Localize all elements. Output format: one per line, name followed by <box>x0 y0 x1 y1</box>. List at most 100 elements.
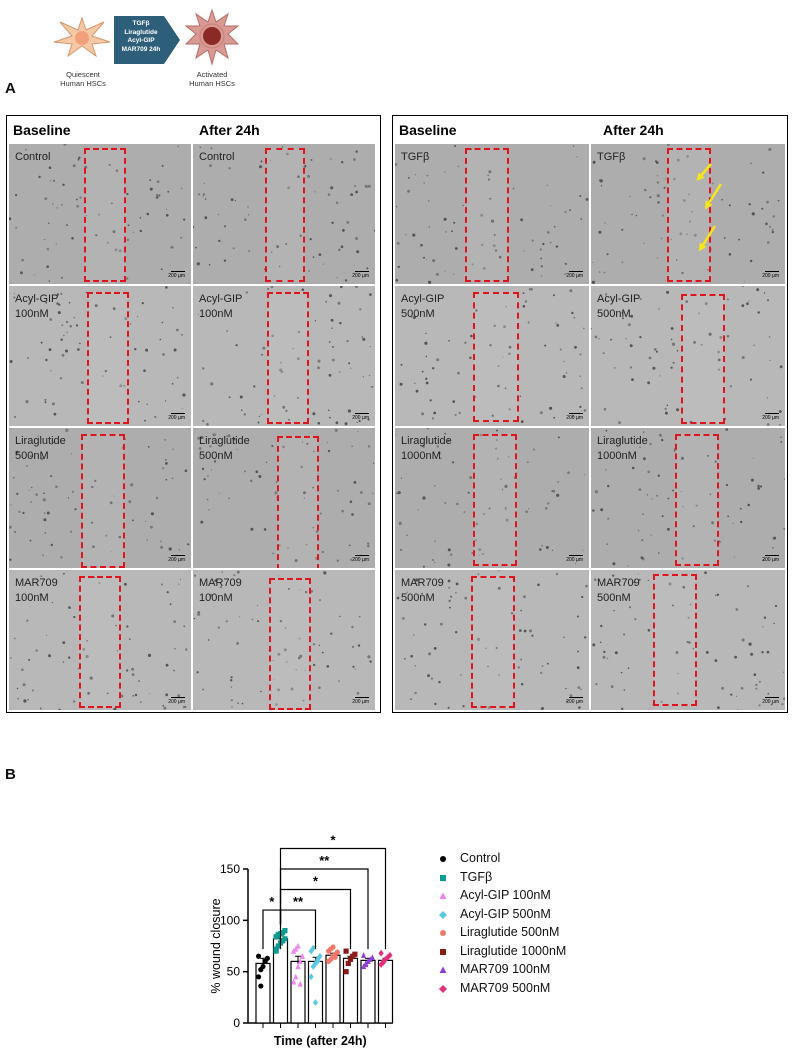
cell-dot <box>523 250 525 252</box>
cell-dot <box>350 367 352 369</box>
cell-dot <box>488 170 492 174</box>
cell-dot <box>226 435 229 438</box>
cell-dot <box>434 484 436 487</box>
cell-dot <box>297 656 301 660</box>
cell-dot <box>582 549 584 551</box>
cell-dot <box>82 648 86 651</box>
condition-label: Control <box>15 151 51 163</box>
cell-dot <box>475 522 479 526</box>
cell-dot <box>294 559 298 563</box>
cell-dot <box>180 187 183 190</box>
cell-dot <box>603 407 607 411</box>
cell-dot <box>67 497 70 499</box>
cell-dot <box>50 370 52 372</box>
cell-dot <box>569 289 573 293</box>
data-point <box>256 953 262 959</box>
cell-dot <box>299 234 302 237</box>
cell-dot <box>77 668 80 670</box>
cell-dot <box>600 185 603 187</box>
cell-dot <box>579 375 581 377</box>
cell-dot <box>742 286 744 288</box>
cell-dot <box>340 245 344 248</box>
cell-dot <box>109 336 112 339</box>
data-point <box>363 961 369 968</box>
cell-dot <box>622 317 624 320</box>
cell-dot <box>656 494 659 497</box>
cell-dot <box>748 203 751 206</box>
cell-dot <box>355 286 358 288</box>
cell-dot <box>639 298 642 301</box>
cell-dot <box>149 187 153 191</box>
cell-dot <box>28 658 31 661</box>
cell-dot <box>487 665 489 668</box>
cell-dot <box>547 502 550 505</box>
cell-dot <box>56 207 58 209</box>
cell-dot <box>182 705 186 709</box>
cell-dot <box>421 370 424 373</box>
cell-dot <box>9 217 12 221</box>
cell-dot <box>676 349 679 352</box>
data-point <box>334 949 340 955</box>
cell-dot <box>128 500 132 504</box>
cell-dot <box>26 619 29 622</box>
cell-dot <box>71 237 74 240</box>
cell-dot <box>66 331 68 333</box>
cell-dot <box>606 657 609 660</box>
cell-dot <box>277 652 281 656</box>
cell-dot <box>280 361 282 364</box>
cell-dot <box>623 633 625 636</box>
cell-dot <box>673 177 676 181</box>
cell-dot <box>545 546 549 549</box>
cell-dot <box>228 497 230 500</box>
cell-dot <box>369 660 372 663</box>
cell-dot <box>79 342 81 345</box>
cell-dot <box>573 316 576 319</box>
cell-dot <box>529 629 532 633</box>
cell-dot <box>162 704 165 707</box>
cell-dot <box>555 245 559 248</box>
cell-dot <box>22 511 25 515</box>
cell-dot <box>591 327 593 330</box>
cell-dot <box>65 349 68 353</box>
cell-dot <box>73 316 75 319</box>
arrow-head <box>704 200 713 210</box>
cell-dot <box>338 248 341 252</box>
cell-dot <box>266 461 268 463</box>
cell-dot <box>208 509 210 511</box>
arrow-shaft <box>705 183 723 207</box>
cell-dot <box>231 706 233 708</box>
cell-dot <box>305 543 308 546</box>
cell-dot <box>580 218 583 220</box>
cell-dot <box>199 455 201 457</box>
condition-label: Acyl-GIP 500nM <box>401 293 445 320</box>
cell-dot <box>740 520 743 524</box>
cell-dot <box>341 161 344 164</box>
cell-dot <box>367 655 371 659</box>
cell-dot <box>411 316 413 318</box>
cell-dot <box>236 642 239 645</box>
cell-dot <box>362 337 366 341</box>
cell-dot <box>111 614 115 618</box>
data-point <box>345 960 351 967</box>
cell-dot <box>748 300 750 302</box>
wound-region-box <box>87 292 129 424</box>
cell-dot <box>677 672 679 675</box>
cell-dot <box>670 366 673 369</box>
data-point <box>297 958 303 964</box>
cell-dot <box>49 318 53 321</box>
cell-dot <box>707 269 709 271</box>
cell-dot <box>733 556 735 558</box>
data-point <box>273 946 279 952</box>
cell-dot <box>169 603 172 606</box>
cell-dot <box>61 203 63 206</box>
cell-dot <box>87 691 90 695</box>
scale-bar-line <box>171 697 185 698</box>
cell-dot <box>253 385 256 388</box>
cell-dot <box>530 287 533 291</box>
cell-dot <box>571 311 574 315</box>
cell-dot <box>299 654 303 658</box>
cell-dot <box>234 200 237 202</box>
cell-dot <box>415 578 419 582</box>
